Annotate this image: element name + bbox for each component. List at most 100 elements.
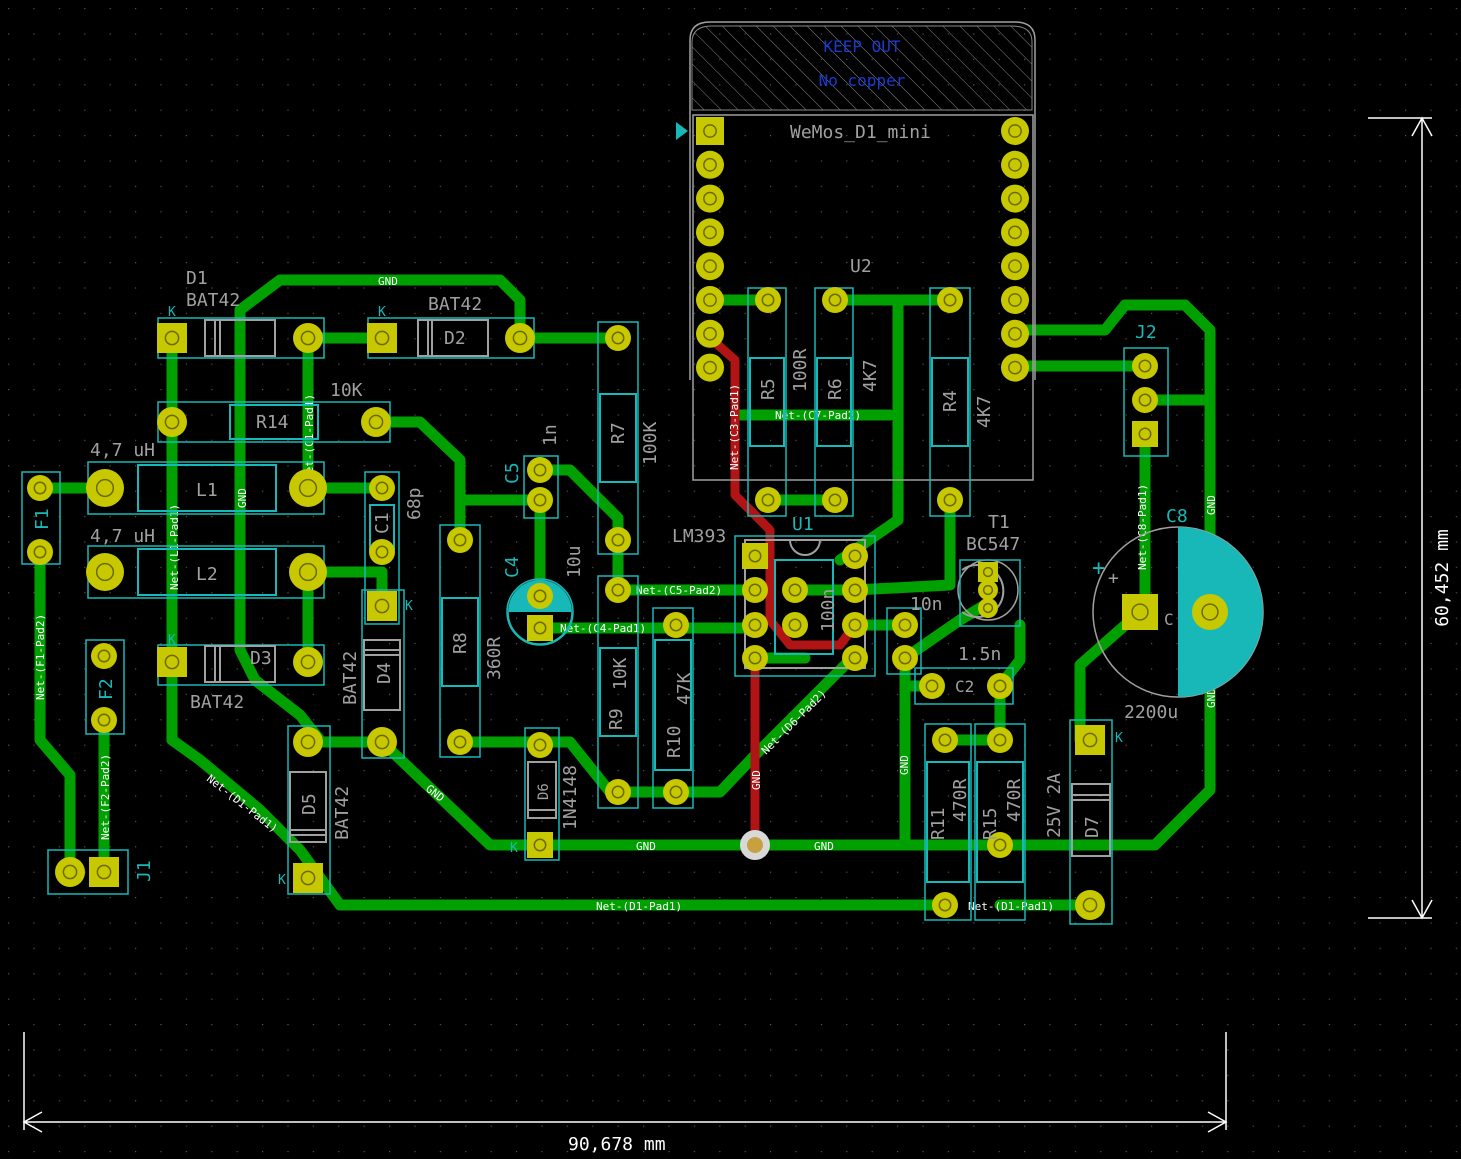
u1-pin-1[interactable] bbox=[742, 543, 768, 569]
j2-pad-2[interactable] bbox=[1132, 387, 1158, 413]
u2-pin-left-7[interactable] bbox=[696, 319, 724, 348]
r9-pad-2[interactable] bbox=[605, 779, 631, 805]
l1-pad-2[interactable] bbox=[289, 469, 327, 507]
r4-pad-1[interactable] bbox=[937, 287, 963, 313]
u1-pin-2[interactable] bbox=[742, 577, 768, 603]
d3-pad-k[interactable] bbox=[157, 647, 187, 677]
u2-pin-right-3[interactable] bbox=[1001, 184, 1029, 213]
d1-pad-a[interactable] bbox=[293, 323, 323, 353]
track-d1-pad1-vertical[interactable] bbox=[166, 332, 946, 911]
c6-pad-2[interactable] bbox=[782, 612, 808, 638]
d1-cathode-mark: K bbox=[168, 305, 176, 320]
r5-pad-1[interactable] bbox=[755, 287, 781, 313]
c4-pad-2[interactable] bbox=[527, 583, 553, 609]
d4-pad-a[interactable] bbox=[367, 727, 397, 757]
c1-pad-2[interactable] bbox=[369, 539, 395, 565]
r11-pad-1[interactable] bbox=[932, 727, 958, 753]
track-gnd-top[interactable] bbox=[234, 274, 526, 344]
f1-pad-2[interactable] bbox=[27, 539, 53, 565]
track-gnd-left-vertical[interactable] bbox=[234, 304, 326, 746]
r8-pad-1[interactable] bbox=[447, 527, 473, 553]
f1-pad-1[interactable] bbox=[27, 475, 53, 501]
c3-pad-1[interactable] bbox=[892, 612, 918, 638]
d5-value: BAT42 bbox=[332, 786, 353, 840]
l2-pad-2[interactable] bbox=[289, 553, 327, 591]
u2-pin-left-2[interactable] bbox=[696, 150, 724, 179]
d7-pad-k[interactable] bbox=[1075, 725, 1105, 755]
c5-pad-2[interactable] bbox=[527, 487, 553, 513]
u2-pin-left-4[interactable] bbox=[696, 218, 724, 247]
r10-pad-2[interactable] bbox=[663, 779, 689, 805]
d5-pad-a[interactable] bbox=[293, 727, 323, 757]
u2-pin-left-5[interactable] bbox=[696, 252, 724, 281]
u2-pin-left-3[interactable] bbox=[696, 184, 724, 213]
d6-pad-k[interactable] bbox=[527, 832, 553, 858]
j1-pad-2[interactable] bbox=[89, 857, 119, 887]
j2-pad-3[interactable] bbox=[1132, 353, 1158, 379]
j1-pad-1[interactable] bbox=[55, 857, 85, 887]
f2-pad-2[interactable] bbox=[91, 707, 117, 733]
c1-pad-1[interactable] bbox=[369, 475, 395, 501]
u1-pin-7[interactable] bbox=[842, 577, 868, 603]
d6-pad-a[interactable] bbox=[527, 732, 553, 758]
r5-pad-2[interactable] bbox=[755, 487, 781, 513]
d5-pad-k[interactable] bbox=[293, 863, 323, 893]
u1-pin-3[interactable] bbox=[742, 612, 768, 638]
r14-pad-2[interactable] bbox=[361, 407, 391, 437]
u2-pin-right-8[interactable] bbox=[1001, 353, 1029, 382]
f2-pad-1[interactable] bbox=[91, 643, 117, 669]
u2-pin-left-1[interactable] bbox=[696, 117, 724, 145]
track-j2-gnd[interactable] bbox=[1009, 299, 1216, 406]
r14-pad-1[interactable] bbox=[157, 407, 187, 437]
u2-pin-left-8[interactable] bbox=[696, 353, 724, 382]
r15-pad-2[interactable] bbox=[987, 832, 1013, 858]
u2-pin-right-2[interactable] bbox=[1001, 150, 1029, 179]
d4-pad-k[interactable] bbox=[367, 591, 397, 621]
j2-pad-1[interactable] bbox=[1132, 421, 1158, 447]
c5-pad-1[interactable] bbox=[527, 457, 553, 483]
c2-pad-2[interactable] bbox=[987, 673, 1013, 699]
r7-pad-2[interactable] bbox=[605, 527, 631, 553]
track-f1-j1[interactable] bbox=[34, 546, 76, 878]
c6-pad-1[interactable] bbox=[782, 577, 808, 603]
r4-pad-2[interactable] bbox=[937, 487, 963, 513]
d7-pad-a[interactable] bbox=[1075, 890, 1105, 920]
u1-pin-6[interactable] bbox=[842, 612, 868, 638]
r6-pad-1[interactable] bbox=[822, 287, 848, 313]
c4-pad-1[interactable] bbox=[527, 615, 553, 641]
t1-pad-3[interactable] bbox=[978, 598, 998, 618]
u1-pin-5[interactable] bbox=[842, 645, 868, 671]
u2-pin-right-6[interactable] bbox=[1001, 286, 1029, 314]
l1-pad-1[interactable] bbox=[86, 469, 124, 507]
u2-pin-right-1[interactable] bbox=[1001, 117, 1029, 145]
d1-pad-k[interactable] bbox=[157, 323, 187, 353]
r8-pad-2[interactable] bbox=[447, 729, 473, 755]
r6-pad-2[interactable] bbox=[822, 487, 848, 513]
u1-pin-4[interactable] bbox=[742, 645, 768, 671]
d2-pad-a[interactable] bbox=[505, 323, 535, 353]
c8-pad-1[interactable] bbox=[1122, 594, 1158, 630]
r10-pad-1[interactable] bbox=[663, 612, 689, 638]
c3-pad-2[interactable] bbox=[892, 645, 918, 671]
track-r4-t1[interactable] bbox=[849, 494, 956, 596]
track-r14-right[interactable] bbox=[370, 416, 546, 506]
track-red-c3-pad1[interactable] bbox=[705, 333, 860, 650]
d3-pad-a[interactable] bbox=[293, 647, 323, 677]
r7-pad-1[interactable] bbox=[605, 325, 631, 351]
r11-pad-2[interactable] bbox=[932, 892, 958, 918]
u2-pin-right-5[interactable] bbox=[1001, 252, 1029, 281]
c2-pad-1[interactable] bbox=[919, 673, 945, 699]
u2-pin-left-6[interactable] bbox=[696, 286, 724, 314]
d2-pad-k[interactable] bbox=[367, 323, 397, 353]
u2-pin-right-7[interactable] bbox=[1001, 319, 1029, 348]
track-c8-d7[interactable] bbox=[1074, 606, 1146, 746]
u1-pin-8[interactable] bbox=[842, 543, 868, 569]
t1-pad-2[interactable] bbox=[978, 580, 998, 600]
r15-pad-1[interactable] bbox=[987, 727, 1013, 753]
via-gnd[interactable] bbox=[740, 830, 770, 860]
r9-pad-1[interactable] bbox=[605, 577, 631, 603]
u2-pin-right-4[interactable] bbox=[1001, 218, 1029, 247]
l2-pad-1[interactable] bbox=[86, 553, 124, 591]
t1-pad-1[interactable] bbox=[978, 562, 998, 582]
c8-pad-2[interactable] bbox=[1192, 594, 1228, 630]
